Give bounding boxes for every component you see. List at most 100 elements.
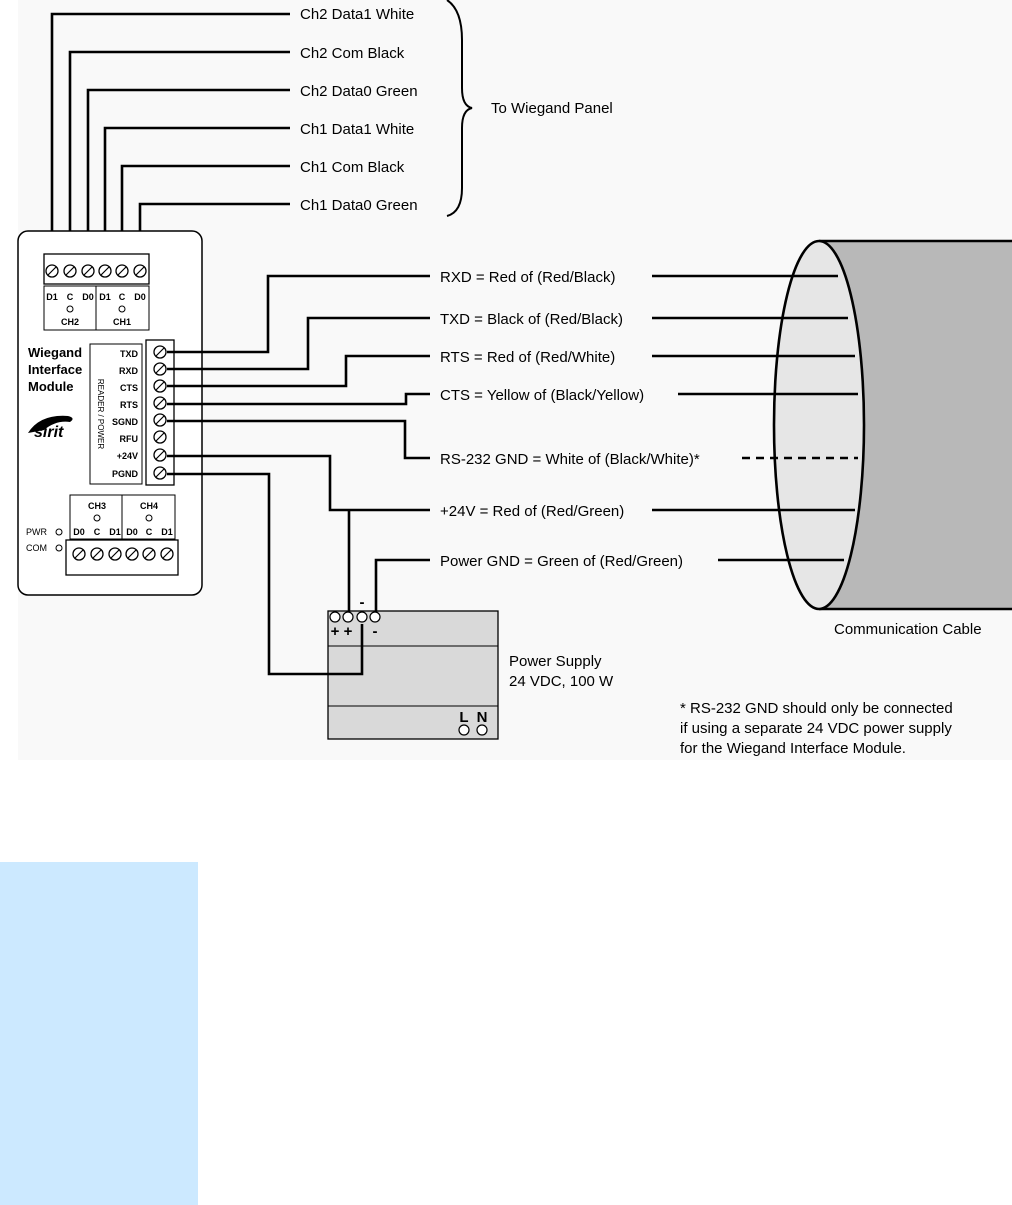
- top-terminal-label: C: [119, 292, 126, 302]
- power-supply: + + - - L N: [327, 594, 499, 740]
- wiegand-wire-label: Ch1 Data0 Green: [300, 197, 418, 214]
- cable-wire-label: CTS = Yellow of (Black/Yellow): [440, 387, 644, 404]
- cable-wire-label: +24V = Red of (Red/Green): [440, 503, 624, 520]
- status-led-label: COM: [26, 543, 47, 553]
- module-name-line: Interface: [28, 362, 82, 377]
- bottom-terminal-label: D1: [109, 527, 121, 537]
- side-terminal-label: SGND: [112, 417, 139, 427]
- top-terminal-label: D1: [99, 292, 111, 302]
- bottom-terminal-label: C: [94, 527, 101, 537]
- ch3-led-icon: [93, 514, 101, 522]
- wiegand-wire-label: Ch2 Data0 Green: [300, 83, 418, 100]
- cable-wire-label: RTS = Red of (Red/White): [440, 349, 615, 366]
- screw-slot-marks: [155, 347, 165, 478]
- sidebar-panel: [0, 862, 198, 1205]
- wiegand-interface-module: D1 C D0 D1 C D0 CH2 CH1 Wiegand Interfac…: [17, 230, 203, 596]
- cable-wire-pgnd: [167, 472, 364, 676]
- cable-wire-sgnd: [167, 419, 430, 460]
- sirit-logo-icon: sirit: [28, 415, 73, 441]
- footnote-line: * RS-232 GND should only be connected: [680, 700, 953, 717]
- cable-wire-label: RS-232 GND = White of (Black/White)*: [440, 451, 700, 468]
- cable-wire-rts: [167, 392, 430, 406]
- channel-label: CH1: [113, 317, 131, 327]
- ch4-led-icon: [145, 514, 153, 522]
- wiegand-wire-ch1-data1: [103, 126, 290, 263]
- dc-terminal-icon: [356, 611, 368, 623]
- wiegand-wire-group: [50, 12, 290, 263]
- side-terminal-label: RXD: [119, 366, 139, 376]
- side-terminal-label: PGND: [112, 469, 139, 479]
- footnote-line: for the Wiegand Interface Module.: [680, 740, 906, 757]
- module-name-line: Module: [28, 379, 74, 394]
- dc-terminal-icon: [329, 611, 341, 623]
- top-terminal-label: D1: [46, 292, 58, 302]
- ac-terminal-icon: [458, 724, 470, 736]
- ac-terminal-label: N: [477, 709, 488, 726]
- bottom-terminal-label: D0: [73, 527, 85, 537]
- wiring-diagram: Communication Cable To Wiegand Panel Ch2…: [17, 0, 1012, 757]
- cable-wire-24v-module: [167, 454, 430, 512]
- channel-label: CH4: [140, 501, 158, 511]
- wiegand-wire-label: Ch2 Data1 White: [300, 6, 414, 23]
- dc-terminal-label: -: [373, 623, 378, 640]
- side-screw-terminals: [153, 345, 167, 480]
- cable-wire-power-gnd: [374, 558, 430, 612]
- cable-label: Communication Cable: [834, 621, 982, 638]
- cable-wire-group: [167, 274, 858, 676]
- status-led-label: PWR: [26, 527, 47, 537]
- wiegand-wire-ch2-data0: [86, 88, 290, 263]
- screw-slot-marks: [47, 266, 145, 276]
- dc-terminal-icon: [342, 611, 354, 623]
- com-led-icon: [55, 544, 63, 552]
- side-terminal-label: RTS: [120, 400, 138, 410]
- bottom-screw-terminals: [72, 547, 174, 561]
- side-terminal-label: RFU: [120, 434, 139, 444]
- logo-swoosh: [28, 415, 73, 433]
- dc-terminal-label: +: [331, 623, 340, 640]
- side-terminal-label-box: [89, 343, 143, 485]
- wiegand-wire-ch2-com: [68, 50, 290, 263]
- side-terminal-block: [145, 339, 175, 486]
- channel-label: CH2: [61, 317, 79, 327]
- cable-end-face: [772, 239, 866, 611]
- cable-wire-label: RXD = Red of (Red/Black): [440, 269, 615, 286]
- dc-terminal-label: +: [344, 623, 353, 640]
- cable-wire-rxd: [167, 316, 430, 371]
- bottom-terminal-label: D1: [161, 527, 173, 537]
- ac-terminal-label: L: [459, 709, 468, 726]
- module-name-line: Wiegand: [28, 345, 82, 360]
- panel-label: To Wiegand Panel: [491, 100, 613, 117]
- top-terminal-label: C: [67, 292, 74, 302]
- bottom-terminal-block: [65, 539, 179, 576]
- side-terminal-label: +24V: [117, 451, 138, 461]
- dc-terminal-label: -: [360, 594, 365, 611]
- cable-wire-label: TXD = Black of (Red/Black): [440, 311, 623, 328]
- side-terminal-label: CTS: [120, 383, 138, 393]
- dc-terminal-icon: [369, 611, 381, 623]
- top-screw-terminals: [45, 264, 147, 278]
- bottom-terminal-label: C: [146, 527, 153, 537]
- logo-text: sirit: [34, 424, 64, 441]
- power-supply-rating: 24 VDC, 100 W: [509, 673, 614, 690]
- screw-slot-marks: [74, 549, 172, 559]
- channel-label: CH3: [88, 501, 106, 511]
- wiegand-wire-label: Ch1 Data1 White: [300, 121, 414, 138]
- footnote-line: if using a separate 24 VDC power supply: [680, 720, 952, 737]
- cable-wire-label: Power GND = Green of (Red/Green): [440, 553, 683, 570]
- bottom-terminal-label: D0: [126, 527, 138, 537]
- top-terminal-label: D0: [82, 292, 94, 302]
- side-terminal-label: TXD: [120, 349, 139, 359]
- wiegand-bracket: [446, 0, 473, 217]
- top-terminal-label: D0: [134, 292, 146, 302]
- side-group-label: READER / POWER: [96, 379, 105, 449]
- wiegand-wire-label: Ch2 Com Black: [300, 45, 405, 62]
- ch1-led-icon: [118, 305, 126, 313]
- wiegand-wire-label: Ch1 Com Black: [300, 159, 405, 176]
- power-supply-title: Power Supply: [509, 653, 602, 670]
- top-terminal-block: [43, 253, 150, 285]
- communication-cable: [772, 239, 1012, 611]
- ch2-led-icon: [66, 305, 74, 313]
- cable-wire-cts: [167, 354, 430, 388]
- wiegand-wire-ch2-data1: [50, 12, 290, 263]
- ac-terminal-icon: [476, 724, 488, 736]
